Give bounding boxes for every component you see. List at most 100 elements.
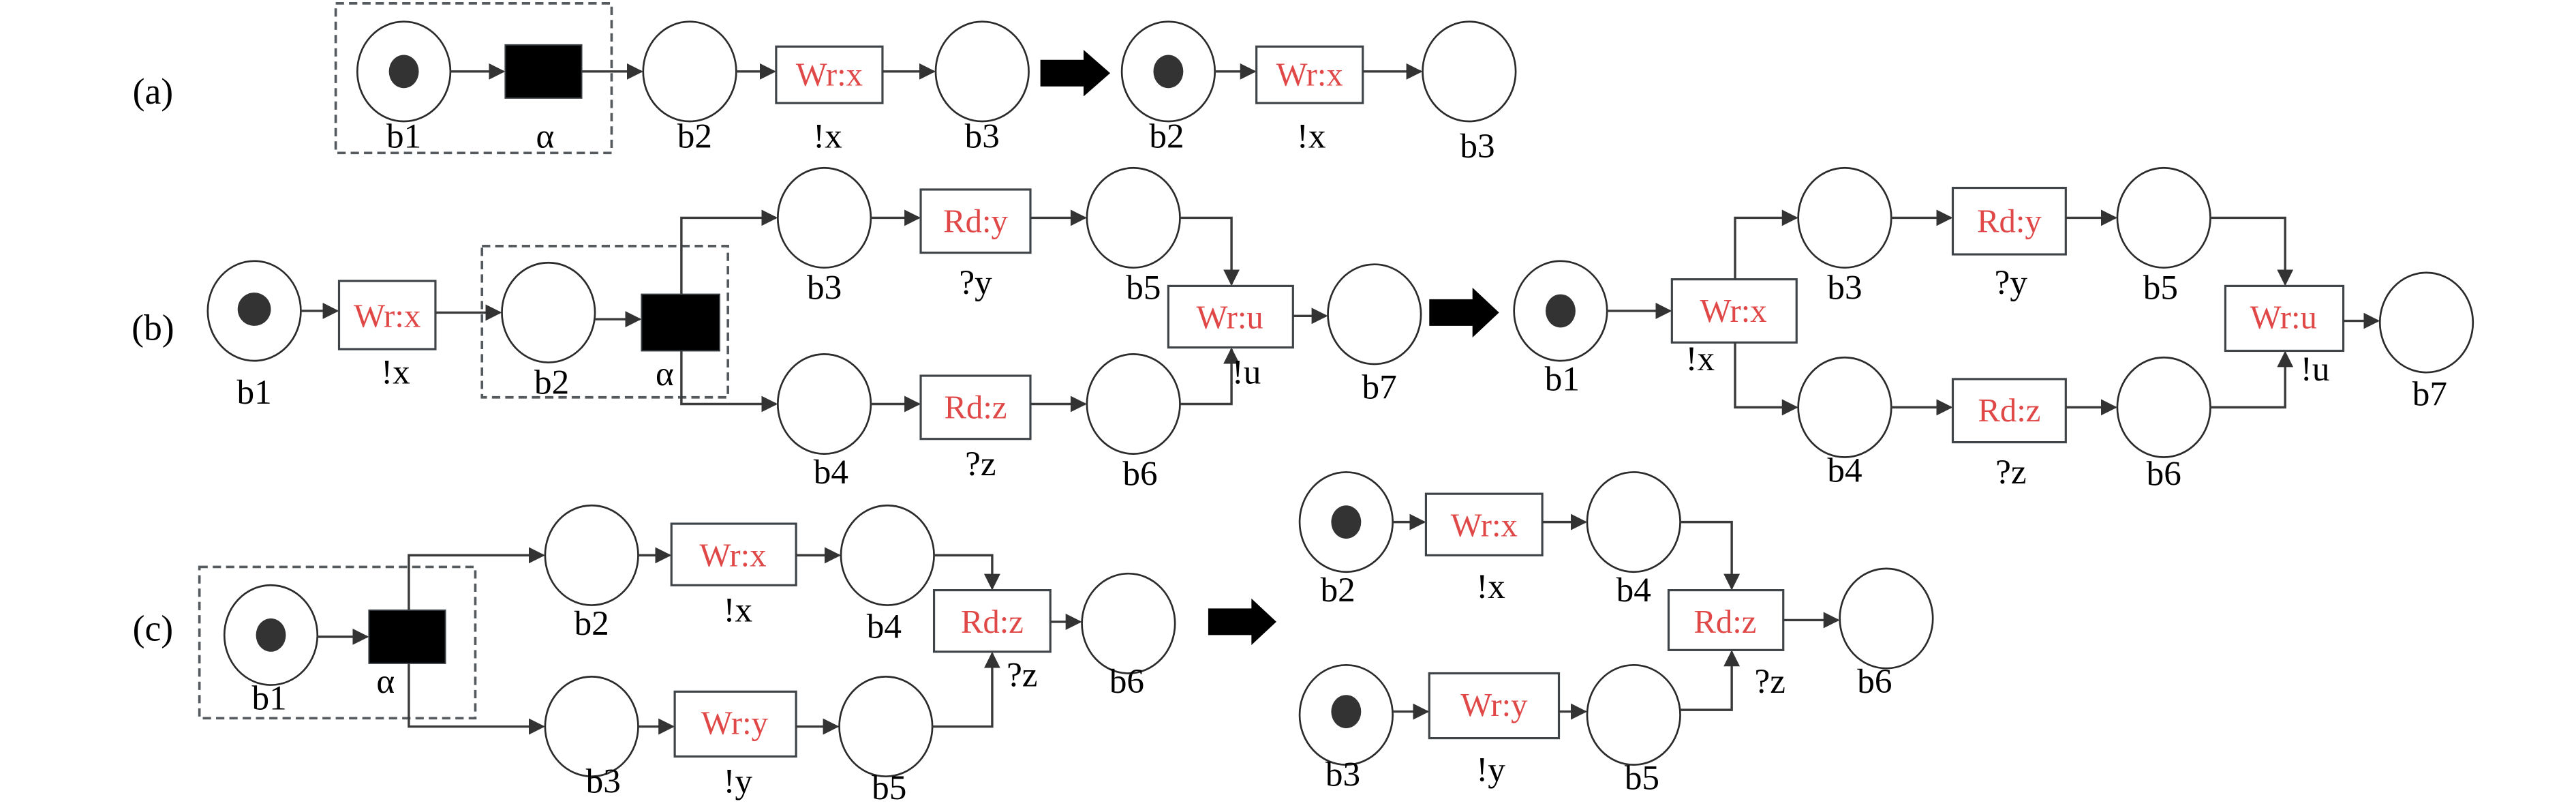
transition-action: ?z <box>1995 453 2026 492</box>
place-label: b4 <box>1616 571 1651 610</box>
transition-rd-y <box>919 188 1032 254</box>
place-label: b4 <box>814 453 848 492</box>
place-label: b1 <box>237 373 272 412</box>
place-b4 <box>840 504 935 606</box>
transition-action: ?y <box>959 263 992 302</box>
arc <box>932 651 1000 728</box>
place-label: b2 <box>574 604 609 643</box>
transform-arrow-icon <box>1429 287 1499 338</box>
place-b6 <box>2116 356 2211 458</box>
place-label: b1 <box>1545 359 1580 398</box>
transition-wr-y <box>1428 672 1561 740</box>
place-label: b7 <box>2412 374 2447 413</box>
transition-action: ?y <box>1995 263 2028 302</box>
place-label: b5 <box>1625 759 1659 798</box>
transition-op: Wr:x <box>796 57 863 93</box>
place-b3 <box>1422 20 1517 123</box>
transition-op: Rd:y <box>1977 203 2042 239</box>
arc <box>2210 350 2294 409</box>
place-b4 <box>1797 356 1892 458</box>
place-label: b3 <box>807 268 842 307</box>
arc <box>680 209 778 295</box>
place-label: b4 <box>867 608 902 646</box>
part-c-after: b2 Wr:x !x b4 b3 Wr:y !y b5 Rd:z ?z <box>1298 471 1934 798</box>
transition-op: Wr:u <box>2250 299 2317 336</box>
arc <box>1680 650 1741 711</box>
transition-rd-y <box>1951 186 2067 256</box>
silent-transition-alpha <box>368 609 446 664</box>
transition-wr-x <box>1424 492 1544 556</box>
token <box>237 293 271 326</box>
place-label: b3 <box>965 117 1000 155</box>
place-label: b2 <box>1149 117 1184 155</box>
place-label: b6 <box>2147 454 2181 493</box>
transition-op: Rd:z <box>1978 392 2040 429</box>
arc <box>934 554 1000 590</box>
place-label: b5 <box>2143 268 2178 307</box>
part-label-a: (a) <box>133 71 174 112</box>
place-label: b2 <box>677 117 712 155</box>
transition-action: !x <box>813 117 842 155</box>
transition-action: !y <box>723 762 752 800</box>
transition-op: Wr:x <box>1451 507 1518 543</box>
transition-wr-x <box>775 45 884 104</box>
place-b6 <box>1839 567 1934 670</box>
transition-action: !x <box>723 590 752 629</box>
transition-op: Rd:z <box>961 603 1024 640</box>
transition-action: ?z <box>1754 662 1785 701</box>
part-a: (a) b1 α b2 Wr:x !x b3 b2 <box>133 2 1517 166</box>
place-label: b4 <box>1827 451 1862 490</box>
transition-op: Wr:u <box>1197 299 1263 336</box>
transition-op: Wr:x <box>699 537 766 573</box>
part-c-before: b1 α b2 Wr:x !x b4 b3 Wr:y !y b5 <box>198 504 1176 807</box>
reduction-region-box <box>480 245 729 399</box>
token <box>1153 55 1184 89</box>
place-b4 <box>776 353 872 455</box>
transition-op: Rd:z <box>944 389 1007 425</box>
transition-rd-z <box>919 374 1032 440</box>
part-a-before: b1 α b2 Wr:x !x b3 <box>334 2 1030 155</box>
token <box>1331 695 1362 728</box>
transition-wr-y <box>673 690 797 758</box>
arc <box>1734 342 1798 416</box>
arc <box>1734 209 1798 280</box>
place-b4 <box>1586 471 1681 573</box>
transition-action: !y <box>1476 750 1505 789</box>
transition-action: !x <box>1476 567 1505 606</box>
transform-arrow-icon <box>1040 50 1111 97</box>
place-label: b6 <box>1122 454 1157 493</box>
transition-op: Rd:z <box>1693 603 1756 640</box>
place-b3 <box>934 20 1030 123</box>
part-a-after: b2 Wr:x !x b3 <box>1120 20 1517 166</box>
transition-action: !u <box>1232 353 1261 392</box>
token <box>388 55 419 89</box>
transition-wr-u <box>1167 284 1294 349</box>
part-b: (b) b1 Wr:x !x b2 α b3 Rd:y ?y <box>132 166 2474 493</box>
part-label-c: (c) <box>133 608 174 649</box>
transition-rd-z <box>1951 378 2067 444</box>
silent-transition-alpha <box>504 44 583 99</box>
place-label: b5 <box>872 768 906 807</box>
transition-wr-u <box>2224 284 2345 353</box>
silent-transition-label: α <box>536 117 554 155</box>
place-label: b6 <box>1109 662 1144 701</box>
transition-rd-z <box>1667 589 1785 651</box>
place-b5 <box>1086 166 1181 269</box>
transition-rd-z <box>932 589 1052 653</box>
transition-op: Wr:x <box>1276 57 1343 93</box>
arc <box>680 350 778 413</box>
token <box>1546 294 1576 328</box>
token <box>256 618 286 652</box>
arc <box>2210 216 2294 286</box>
transition-action: ?z <box>1007 655 1037 694</box>
transition-action: !u <box>2301 350 2330 389</box>
transition-op: Wr:y <box>701 705 769 742</box>
place-b2 <box>501 261 596 363</box>
transition-action: ?z <box>965 445 996 483</box>
reduction-region-box <box>198 565 477 720</box>
place-label: b3 <box>1460 127 1494 166</box>
place-b3 <box>1797 166 1892 269</box>
place-label: b1 <box>386 117 421 155</box>
part-b-before: b1 Wr:x !x b2 α b3 Rd:y ?y b5 <box>206 166 1422 493</box>
reduction-region-box <box>334 2 613 155</box>
